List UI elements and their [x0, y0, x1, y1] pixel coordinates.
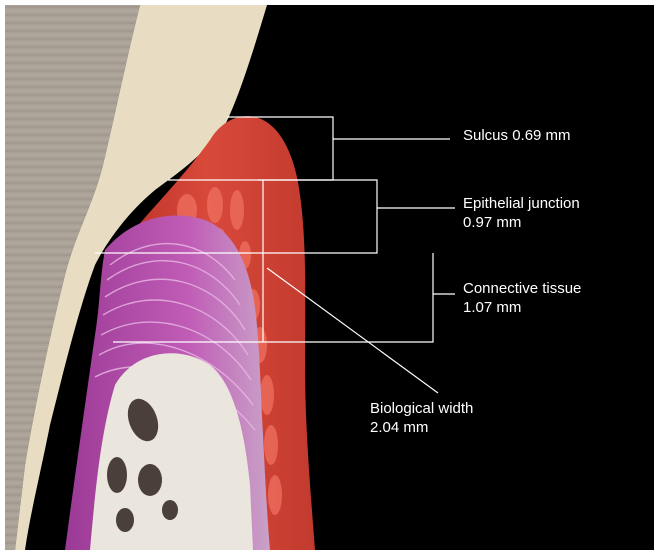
gingiva-anatomy-illustration: [5, 5, 654, 550]
sulcus-label: Sulcus 0.69 mm: [463, 126, 571, 145]
connective-tissue-name: Connective tissue: [463, 279, 581, 298]
connective-tissue-label: Connective tissue 1.07 mm: [463, 279, 581, 317]
biological-width-name: Biological width: [370, 399, 473, 418]
connective-tissue-value: 1.07 mm: [463, 298, 581, 317]
sulcus-text: Sulcus 0.69 mm: [463, 127, 571, 144]
epithelial-junction-label: Epithelial junction 0.97 mm: [463, 194, 580, 232]
epithelial-junction-name: Epithelial junction: [463, 194, 580, 213]
biological-width-label: Biological width 2.04 mm: [370, 399, 473, 437]
biological-width-value: 2.04 mm: [370, 418, 473, 437]
epithelial-junction-value: 0.97 mm: [463, 213, 580, 232]
